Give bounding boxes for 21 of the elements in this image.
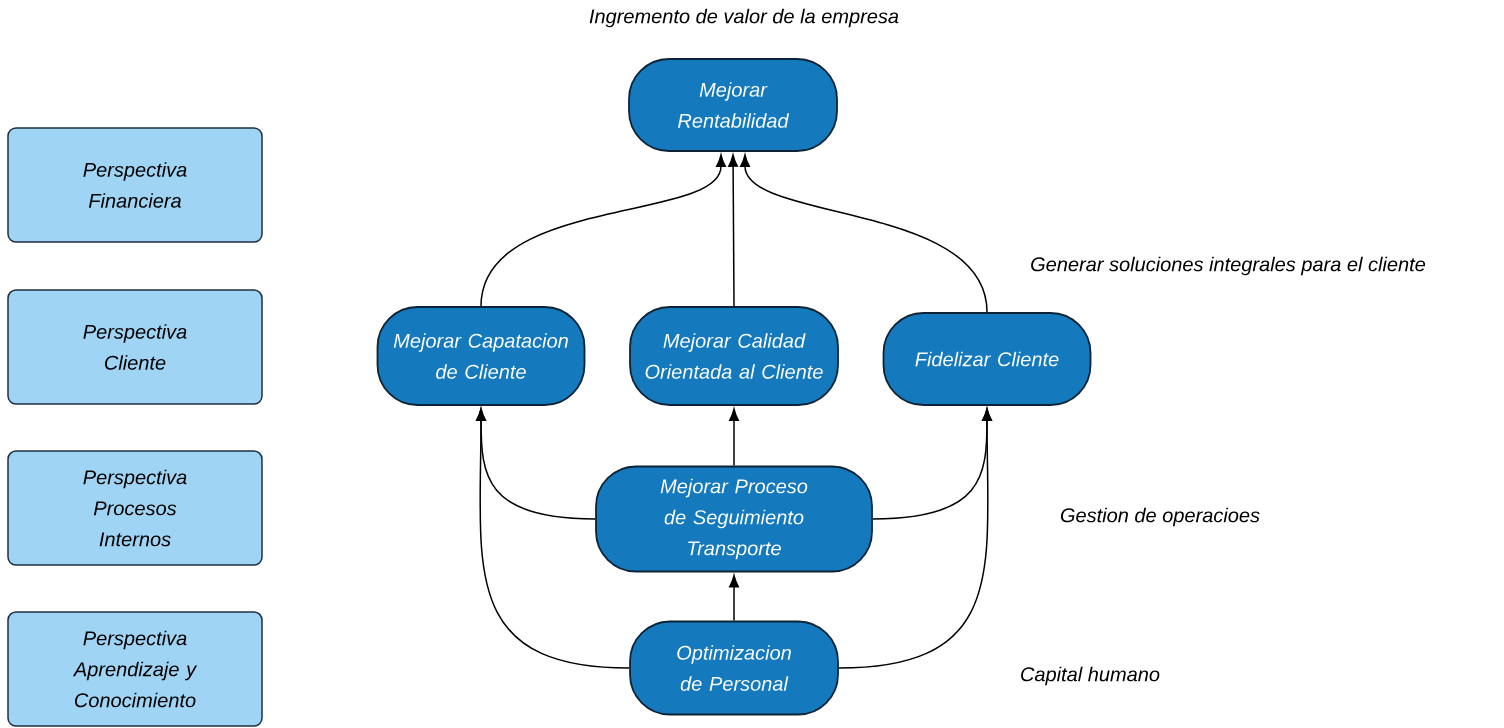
annotation-text: Generar soluciones integrales para el cliente	[1031, 256, 1426, 276]
annotation-text: Gestion de operacioes	[1060, 507, 1260, 527]
arrow	[729, 574, 739, 622]
arrow	[729, 408, 739, 467]
arrow	[480, 154, 726, 307]
arrow	[476, 408, 630, 669]
arrow	[740, 154, 988, 313]
perspective-box: Perspectiva Cliente	[7, 289, 263, 405]
arrow	[728, 154, 739, 307]
perspective-box: Perspectiva Financiera	[7, 127, 263, 243]
arrow	[838, 408, 992, 669]
objective-box: Optimizacion de Personal	[629, 620, 839, 716]
objective-box: Mejorar Capatacion de Cliente	[376, 306, 586, 406]
objective-box: Fidelizar Cliente	[882, 312, 1092, 406]
perspective-box: Perspectiva Aprendizaje y Conocimiento	[7, 611, 263, 727]
annotation-text: Ingremento de valor de la empresa	[589, 8, 899, 28]
annotation-text: Capital humano	[1021, 666, 1160, 686]
objective-box: Mejorar Proceso de Seguimiento Transporte	[595, 465, 873, 573]
perspective-box: Perspectiva Procesos Internos	[7, 450, 263, 566]
objective-box: Mejorar Calidad Orientada al Cliente	[629, 306, 839, 406]
objective-box: Mejorar Rentabilidad	[628, 58, 838, 152]
